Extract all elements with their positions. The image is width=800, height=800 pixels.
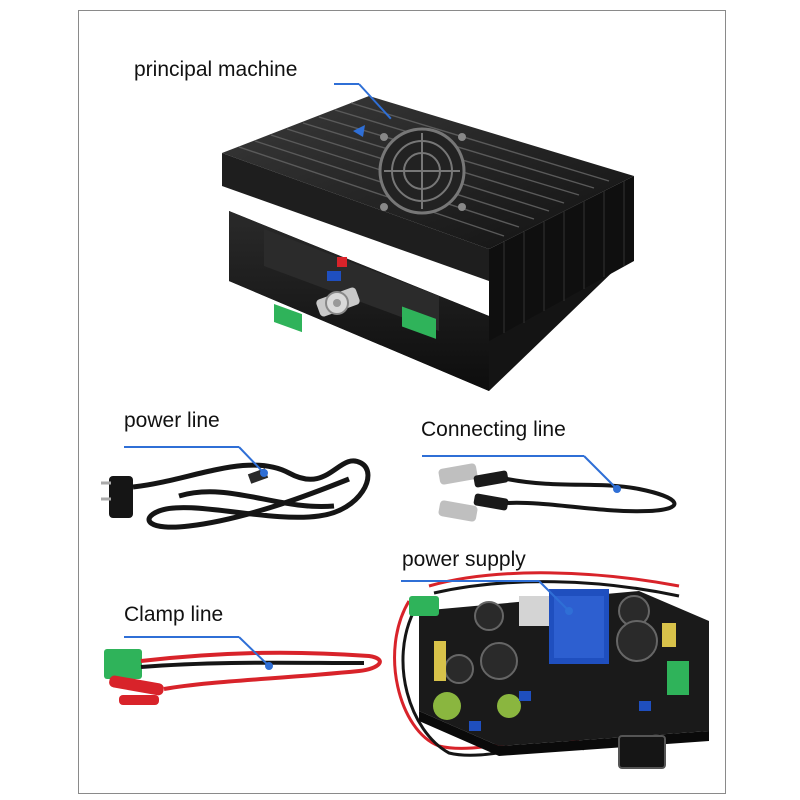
- rocker-switch-icon: [618, 735, 666, 769]
- power-supply-label: power supply: [402, 548, 526, 571]
- connecting-line-cable: [422, 455, 677, 522]
- power-line-label: power line: [124, 409, 220, 432]
- clamp-line-label: Clamp line: [124, 603, 224, 626]
- power-line-cable: [101, 446, 371, 530]
- principal-machine-label: principal machine: [134, 58, 298, 81]
- connecting-line-label: Connecting line: [421, 418, 566, 441]
- product-illustration: [101, 83, 709, 769]
- fan-grille-icon: [378, 127, 466, 215]
- principal-machine-unit: [222, 83, 634, 391]
- clamp-line-cable: [104, 636, 382, 705]
- bnc-connector-icon: [316, 287, 360, 317]
- power-supply-board: [393, 571, 709, 769]
- product-photo-frame: principal machine power line Connecting …: [78, 10, 726, 794]
